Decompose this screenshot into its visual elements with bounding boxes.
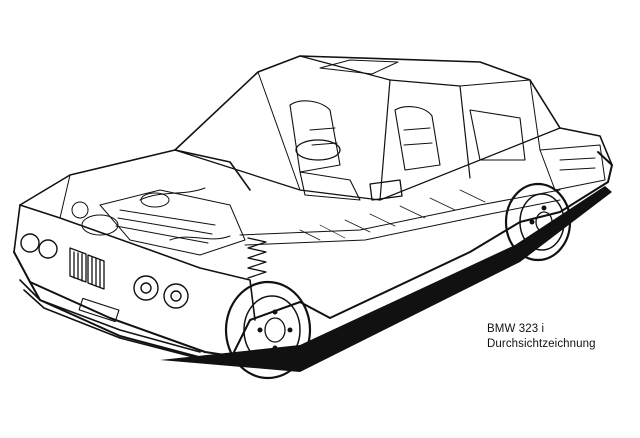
steering-wheel [295, 139, 341, 161]
caption-model: BMW 323 i [487, 323, 545, 335]
front-bumper [19, 279, 206, 361]
car-hood [19, 149, 251, 206]
car-roof [174, 55, 613, 166]
seats [289, 100, 526, 201]
headlights [20, 233, 189, 309]
engine-block [71, 187, 246, 256]
caption-subtitle: Durchsichtzeichnung [487, 338, 596, 350]
car-body-lower [13, 151, 613, 357]
caption-block: BMW 323 i Durchsichtzeichnung [487, 322, 596, 352]
rear-section [539, 144, 606, 191]
kidney-grille [69, 247, 105, 290]
front-wheel [224, 280, 312, 380]
side-mirror [369, 179, 403, 201]
body-hatching [299, 189, 486, 241]
rear-wheel [504, 182, 572, 262]
